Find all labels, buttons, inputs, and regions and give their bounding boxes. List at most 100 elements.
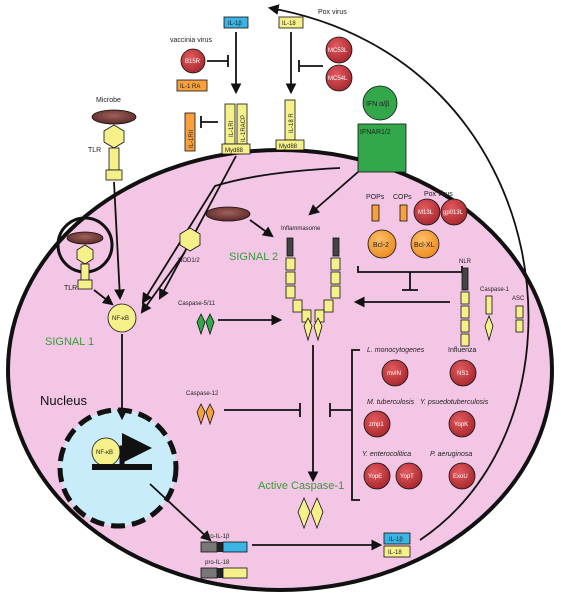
bcl2-label: Bcl-2 [373, 242, 389, 249]
nlr-icon [460, 267, 470, 347]
arrow-myd88-to-nfkb [158, 155, 237, 300]
gp013l-label: gp013L [443, 210, 464, 216]
il1racp-label: IL-1RACP [241, 115, 247, 142]
il1b-out-label: IL-1β [389, 537, 403, 543]
gp013l-circle [440, 198, 468, 226]
arrow-ifnar-to-inflammasome [308, 171, 359, 216]
casp1-label: Caspase-1 [480, 287, 510, 293]
il1rii-box [184, 112, 196, 152]
inhibit-pox [298, 60, 323, 72]
nfkb-a-label: NF-κB [112, 316, 129, 322]
pro-il1b-bar-black [217, 542, 223, 552]
arrow-nucleus-to-pro [149, 483, 212, 542]
ns1-circle [449, 359, 477, 387]
ifnar-label: IFNAR1/2 [360, 129, 391, 136]
il18r-label: IL-18 R [289, 113, 295, 133]
active-casp1-label: Active Caspase-1 [258, 480, 344, 492]
inhibit-casp12 [224, 403, 301, 417]
mc54l-circle [325, 64, 353, 92]
inhibit-b15r [207, 55, 229, 67]
inflammasome-label: Inflammasome [281, 226, 321, 232]
il18-top-label: IL-18 [282, 21, 296, 27]
tlr-inner-base [77, 279, 93, 290]
b15r-circle [180, 48, 206, 74]
ifn-label: IFN α/β [366, 101, 389, 108]
yope-label: YopE [368, 474, 382, 480]
il1rii-label: IL-1RII [189, 130, 195, 148]
ifnar-box [357, 123, 407, 173]
pox-mid-label: Pox virus [424, 191, 453, 198]
tlr-top-base [105, 169, 123, 181]
m-tb-label: M. tuberculosis [367, 399, 415, 406]
bcl2-circle [367, 229, 397, 259]
inhibit-il1rii [200, 116, 218, 128]
exou-circle [448, 462, 476, 490]
yope-circle [363, 462, 391, 490]
zmp1-circle [363, 410, 391, 438]
cops-box [399, 204, 408, 222]
l-mono-label: L. monocytogenes [367, 347, 425, 354]
inflammasome-complex [285, 237, 341, 342]
il1b-out-box [383, 532, 411, 545]
ns1-label: NS1 [457, 371, 469, 377]
nlr-label: NLR [459, 259, 472, 265]
mvin-circle [381, 359, 409, 387]
microbe-top [91, 109, 137, 125]
pro-il18-bar-grey [200, 567, 218, 579]
pro-il18-bar-yellow [222, 567, 248, 579]
myd88-b-label: Myd88 [279, 144, 298, 150]
tlr-top-stem [108, 147, 120, 171]
yopt-label: YopT [400, 474, 414, 480]
cops-label: COPs [393, 194, 412, 201]
mc53l-circle [325, 36, 353, 64]
casp511-icon [196, 313, 215, 336]
yopt-circle [395, 462, 423, 490]
il1b-top-label: IL-1β [228, 21, 242, 27]
casp1-icon [484, 295, 494, 342]
bracket-pathogens [329, 349, 360, 501]
pox-top-label: Pox virus [318, 9, 347, 16]
arrow-microbe-to-inflammasome [249, 219, 274, 238]
arrow-myd88b-to-nfkb [141, 167, 341, 304]
pro-il18-bar-black [217, 568, 223, 578]
bclxl-circle [410, 229, 440, 259]
y-pseudo-label: Y. psuedotuberculosis [420, 399, 489, 406]
tlr-top-hexagon [103, 124, 125, 149]
ifn-circle [362, 85, 398, 121]
il1ri-label: IL-1RI [229, 120, 235, 137]
vaccinia-label: vaccinia virus [170, 37, 213, 44]
tlr-inner-label: TLR [64, 285, 77, 292]
pro-il1b-bar-grey [200, 541, 218, 553]
yopk-label: YopK [454, 422, 468, 428]
feedback-arrow [267, 4, 530, 541]
transcription-arrow [119, 433, 152, 464]
signal2-label: SIGNAL 2 [229, 251, 278, 263]
il1ra-box [176, 79, 208, 92]
pro-il1b-bar-blue [222, 541, 248, 553]
tlr-inner-stem [80, 263, 90, 281]
m13l-circle [413, 198, 441, 226]
microbe-label: Microbe [96, 97, 121, 104]
nfkb-b-label: NF-κB [96, 450, 113, 456]
b15r-label: B15R [185, 59, 201, 65]
casp12-icon [196, 403, 215, 426]
m13l-label: M13L [418, 210, 434, 216]
zmp1-label: zmp1 [369, 422, 384, 428]
arrow-tlr-inner-to-nfkb [93, 289, 114, 306]
nfkb-a-circle [107, 303, 137, 333]
mc53l-label: MC53L [328, 48, 348, 54]
dna-bar [92, 464, 152, 470]
il18-out-box [383, 545, 411, 558]
myd88-a-box [221, 143, 251, 155]
nucleus-label: Nucleus [40, 393, 87, 408]
pops-box [371, 204, 380, 222]
yopk-circle [448, 410, 476, 438]
casp12-label: Caspase-12 [186, 391, 219, 397]
microbe-endosome [66, 231, 104, 245]
active-casp1-icon [297, 496, 324, 530]
tlr-top-label: TLR [88, 147, 101, 154]
myd88-b-box [275, 139, 305, 151]
arrow-tlr-top-to-nfkb [113, 181, 125, 301]
influenza-label: Influenza [448, 347, 477, 354]
